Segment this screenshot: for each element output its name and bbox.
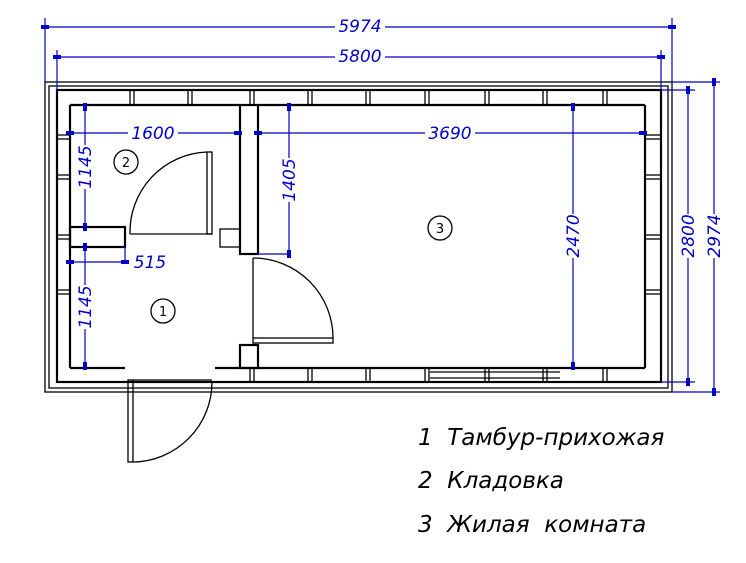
svg-text:2: 2 bbox=[122, 156, 130, 171]
dim-2974: 2974 bbox=[705, 214, 725, 257]
dimension-arrow bbox=[83, 362, 87, 370]
dim-5800: 5800 bbox=[338, 47, 381, 67]
dim-1145-hall: 1145 bbox=[76, 285, 96, 328]
dimension-arrow bbox=[639, 131, 647, 135]
dimension-arrow bbox=[66, 131, 74, 135]
dimension-arrow bbox=[83, 103, 87, 111]
legend-item-3: 3 Жилая комната bbox=[418, 512, 646, 538]
dim-1600: 1600 bbox=[131, 124, 174, 144]
dimension-arrow bbox=[53, 55, 61, 59]
dimension-arrow bbox=[571, 103, 575, 111]
dimension-arrow bbox=[668, 25, 676, 29]
dimension-labels: 5974 5800 1600 3690 515 1145 1145 1405 2… bbox=[76, 14, 725, 329]
door-entrance bbox=[127, 379, 213, 463]
partition-walls bbox=[68, 103, 260, 370]
dimension-arrow bbox=[66, 260, 74, 264]
dim-2800: 2800 bbox=[679, 214, 699, 257]
window bbox=[430, 371, 560, 379]
dimension-arrow bbox=[83, 223, 87, 231]
dimension-arrow bbox=[712, 388, 716, 396]
legend-item-2: 2 Кладовка bbox=[418, 468, 564, 494]
door-storage bbox=[129, 151, 213, 235]
room-marker-2: 2 bbox=[113, 149, 139, 175]
wall-posts bbox=[57, 90, 661, 382]
svg-text:3: 3 bbox=[436, 222, 444, 237]
dimension-lines bbox=[41, 18, 720, 396]
room-marker-3: 3 bbox=[427, 215, 453, 241]
dimension-arrow bbox=[287, 250, 291, 258]
dimension-arrow bbox=[234, 131, 242, 135]
room-marker-1: 1 bbox=[150, 298, 176, 324]
dim-1145-storage: 1145 bbox=[76, 145, 96, 188]
dimension-arrow bbox=[121, 260, 129, 264]
dimension-arrow bbox=[254, 131, 262, 135]
dimension-arrow bbox=[686, 86, 690, 94]
dim-5974: 5974 bbox=[338, 17, 381, 37]
dimension-arrow bbox=[83, 243, 87, 251]
dimension-arrow bbox=[657, 55, 665, 59]
legend: 1 Тамбур-прихожая 2 Кладовка 3 Жилая ком… bbox=[418, 425, 665, 538]
svg-text:1: 1 bbox=[159, 305, 167, 320]
dim-2470: 2470 bbox=[564, 214, 584, 257]
dimension-arrow bbox=[712, 78, 716, 86]
dimension-arrow bbox=[41, 25, 49, 29]
dim-1405: 1405 bbox=[280, 158, 300, 201]
dim-515: 515 bbox=[134, 253, 166, 273]
legend-item-1: 1 Тамбур-прихожая bbox=[418, 425, 665, 451]
dim-3690: 3690 bbox=[428, 124, 471, 144]
dimension-arrow bbox=[571, 362, 575, 370]
dimension-arrow bbox=[686, 378, 690, 386]
door-living-room bbox=[252, 257, 334, 344]
dimension-arrow bbox=[287, 103, 291, 111]
